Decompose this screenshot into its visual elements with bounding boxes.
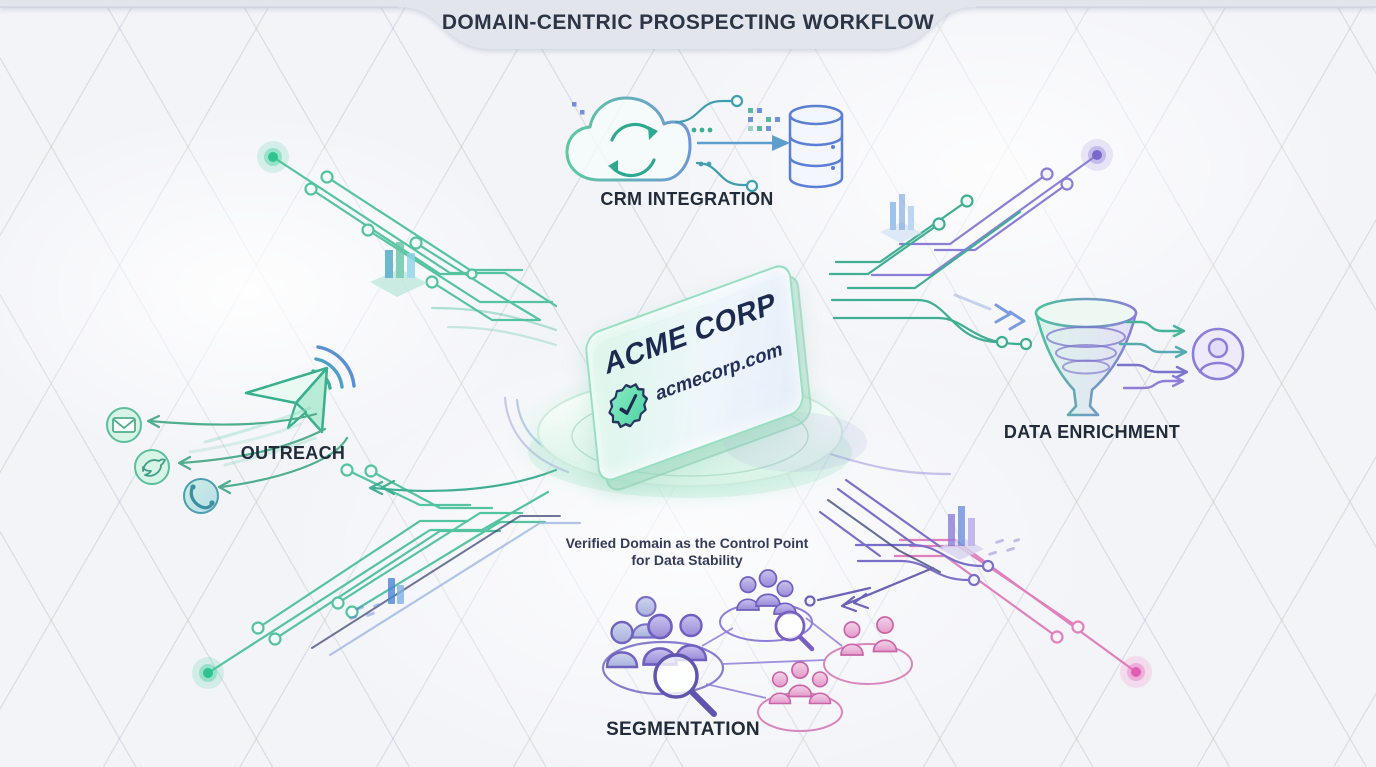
twitter-icon [134,449,170,485]
email-icon [106,407,142,443]
data-dots-icon [572,94,780,193]
flow-arrow-icon [697,135,790,151]
caption-line-1: Verified Domain as the Control Point [565,535,809,551]
bar-chart-bottom-left-icon [349,578,404,620]
bar-chart-top-left-icon [370,242,427,297]
circuit-bundle-top-right [503,153,1099,474]
people-subgroup-bottom-icon [757,661,843,732]
people-subgroup-right-icon [823,616,913,685]
page-title: DOMAIN-CENTRIC PROSPECTING WORKFLOW [441,11,935,34]
bar-chart-top-right-icon [880,194,922,243]
phone-icon [183,478,219,514]
glow-dot-bottom-left [192,657,224,689]
outreach-arrows-icon [146,412,349,495]
paper-plane-icon [188,366,329,467]
circuit-bundle-top-left [271,155,558,347]
chevron-arrow-icon [953,293,1026,331]
circuit-bundle-bottom-left [206,463,582,675]
center-caption: Verified Domain as the Control Point for… [566,535,809,569]
cloud-sync-icon [565,96,692,182]
label-segmentation: SEGMENTATION [606,719,760,740]
circuit-bundle-bottom-right [804,450,1138,674]
funnel-icon [1034,297,1138,417]
label-crm-integration: CRM INTEGRATION [600,189,774,209]
people-subgroup-top-icon [719,569,815,652]
label-data-enrichment: DATA ENRICHMENT [1003,422,1181,442]
people-cluster-icon [601,595,725,717]
glow-dot-top-left [257,141,289,173]
glow-dot-top-right [1081,139,1113,171]
glow-dot-bottom-right [1120,656,1152,688]
flow-arrows-icon [1116,320,1189,390]
database-icon [788,104,844,189]
domain-card: ACME CORP acmecorp.com [583,260,806,486]
label-outreach: OUTREACH [240,443,346,463]
caption-line-2: for Data Stability [631,552,743,568]
verified-check-badge-icon [608,383,649,429]
contact-avatar-icon [1191,327,1245,381]
title-banner [0,0,1376,49]
bar-chart-bottom-right-icon [938,506,1021,560]
